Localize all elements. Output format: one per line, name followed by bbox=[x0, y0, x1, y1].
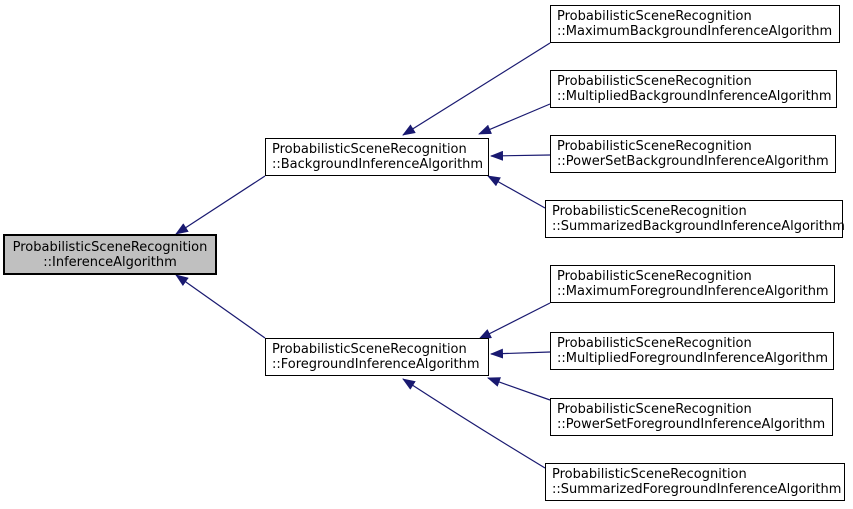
class-node-namespace-line: ProbabilisticSceneRecognition bbox=[557, 9, 752, 24]
class-node-namespace-line: ProbabilisticSceneRecognition bbox=[272, 142, 467, 157]
class-node-classname-line: ::ForegroundInferenceAlgorithm bbox=[272, 357, 480, 372]
class-node-powerset-background[interactable]: ProbabilisticSceneRecognition::PowerSetB… bbox=[550, 135, 836, 173]
class-node-namespace-line: ProbabilisticSceneRecognition bbox=[557, 139, 752, 154]
class-node-summarized-background[interactable]: ProbabilisticSceneRecognition::Summarize… bbox=[545, 200, 845, 238]
inheritance-edge-multiplied-background-to-background-inference bbox=[478, 103, 551, 135]
inheritance-edge-powerset-background-to-background-inference bbox=[490, 150, 551, 161]
class-node-maximum-background[interactable]: ProbabilisticSceneRecognition::MaximumBa… bbox=[550, 5, 840, 43]
inheritance-edge-powerset-foreground-to-foreground-inference bbox=[487, 377, 551, 401]
inheritance-edge-foreground-inference-to-inference-algorithm bbox=[175, 274, 266, 339]
inheritance-edge-maximum-background-to-background-inference bbox=[402, 42, 551, 136]
class-node-foreground-inference[interactable]: ProbabilisticSceneRecognition::Foregroun… bbox=[265, 338, 489, 376]
inheritance-edge-background-inference-to-inference-algorithm bbox=[175, 175, 266, 235]
inheritance-edge-summarized-background-to-background-inference bbox=[487, 175, 546, 209]
inheritance-edge-maximum-foreground-to-foreground-inference bbox=[478, 302, 551, 340]
class-node-namespace-line: ProbabilisticSceneRecognition bbox=[557, 269, 752, 284]
class-node-namespace-line: ProbabilisticSceneRecognition bbox=[557, 402, 752, 417]
class-node-namespace-line: ProbabilisticSceneRecognition bbox=[552, 204, 747, 219]
inheritance-edge-summarized-foreground-to-foreground-inference bbox=[402, 378, 546, 469]
class-node-inference-algorithm[interactable]: ProbabilisticSceneRecognition::Inference… bbox=[3, 234, 217, 275]
class-node-classname-line: ::SummarizedForegroundInferenceAlgorithm bbox=[552, 482, 842, 497]
class-node-classname-line: ::MaximumForegroundInferenceAlgorithm bbox=[557, 284, 829, 299]
class-node-classname-line: ::PowerSetForegroundInferenceAlgorithm bbox=[557, 417, 826, 432]
class-node-classname-line: ::PowerSetBackgroundInferenceAlgorithm bbox=[557, 154, 829, 169]
inheritance-edge-multiplied-foreground-to-foreground-inference bbox=[490, 348, 551, 359]
class-node-classname-line: ::MaximumBackgroundInferenceAlgorithm bbox=[557, 24, 833, 39]
class-node-multiplied-background[interactable]: ProbabilisticSceneRecognition::Multiplie… bbox=[550, 70, 837, 108]
class-node-background-inference[interactable]: ProbabilisticSceneRecognition::Backgroun… bbox=[265, 138, 489, 176]
class-node-powerset-foreground[interactable]: ProbabilisticSceneRecognition::PowerSetF… bbox=[550, 398, 833, 436]
class-node-namespace-line: ProbabilisticSceneRecognition bbox=[557, 74, 752, 89]
class-node-classname-line: ::InferenceAlgorithm bbox=[43, 254, 177, 270]
class-node-namespace-line: ProbabilisticSceneRecognition bbox=[552, 467, 747, 482]
class-node-namespace-line: ProbabilisticSceneRecognition bbox=[12, 239, 208, 255]
class-node-classname-line: ::SummarizedBackgroundInferenceAlgorithm bbox=[552, 219, 845, 234]
class-node-multiplied-foreground[interactable]: ProbabilisticSceneRecognition::Multiplie… bbox=[550, 332, 834, 370]
class-node-classname-line: ::MultipliedBackgroundInferenceAlgorithm bbox=[557, 89, 832, 104]
class-node-classname-line: ::MultipliedForegroundInferenceAlgorithm bbox=[557, 351, 829, 366]
class-node-namespace-line: ProbabilisticSceneRecognition bbox=[272, 342, 467, 357]
class-node-maximum-foreground[interactable]: ProbabilisticSceneRecognition::MaximumFo… bbox=[550, 265, 835, 303]
class-node-namespace-line: ProbabilisticSceneRecognition bbox=[557, 336, 752, 351]
class-node-summarized-foreground[interactable]: ProbabilisticSceneRecognition::Summarize… bbox=[545, 463, 845, 501]
class-node-classname-line: ::BackgroundInferenceAlgorithm bbox=[272, 157, 484, 172]
